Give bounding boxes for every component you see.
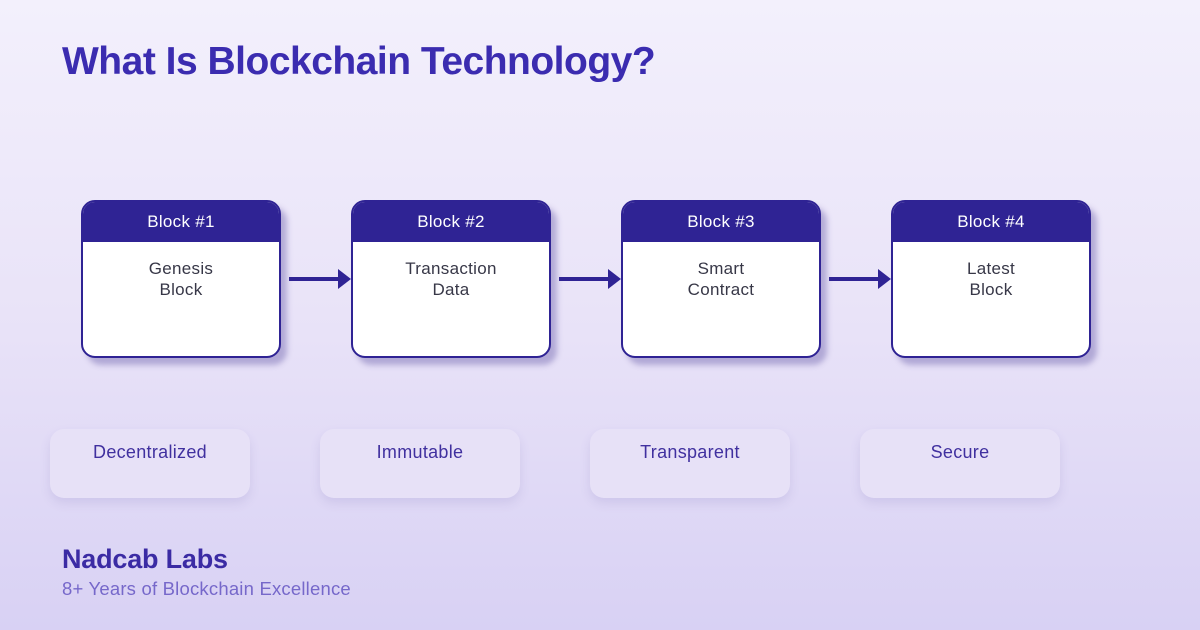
feature-pill-secure: Secure	[860, 429, 1060, 498]
block-4-label: Latest Block	[966, 259, 1016, 299]
block-3: Block #3 Smart Contract	[621, 200, 821, 358]
brand-name: Nadcab Labs	[62, 544, 228, 574]
block-4-header: Block #4	[893, 202, 1089, 242]
arrow-line	[289, 277, 338, 281]
page-title: What Is Blockchain Technology?	[62, 40, 656, 83]
connector-arrow-1	[289, 267, 351, 291]
feature-pill-transparent: Transparent	[590, 429, 790, 498]
block-2-label: Transaction Data	[405, 259, 497, 299]
arrow-right-icon	[608, 269, 621, 289]
block-4: Block #4 Latest Block	[891, 200, 1091, 358]
block-2: Block #2 Transaction Data	[351, 200, 551, 358]
block-3-header: Block #3	[623, 202, 819, 242]
feature-pill-immutable: Immutable	[320, 429, 520, 498]
connector-arrow-3	[829, 267, 891, 291]
arrow-right-icon	[878, 269, 891, 289]
connector-arrow-2	[559, 267, 621, 291]
brand-tagline: 8+ Years of Blockchain Excellence	[62, 578, 351, 599]
arrow-line	[829, 277, 878, 281]
block-3-label: Smart Contract	[687, 259, 755, 299]
block-1-header: Block #1	[83, 202, 279, 242]
block-1: Block #1 Genesis Block	[81, 200, 281, 358]
feature-pill-decentralized: Decentralized	[50, 429, 250, 498]
arrow-right-icon	[338, 269, 351, 289]
block-1-label: Genesis Block	[148, 259, 214, 299]
block-2-header: Block #2	[353, 202, 549, 242]
arrow-line	[559, 277, 608, 281]
